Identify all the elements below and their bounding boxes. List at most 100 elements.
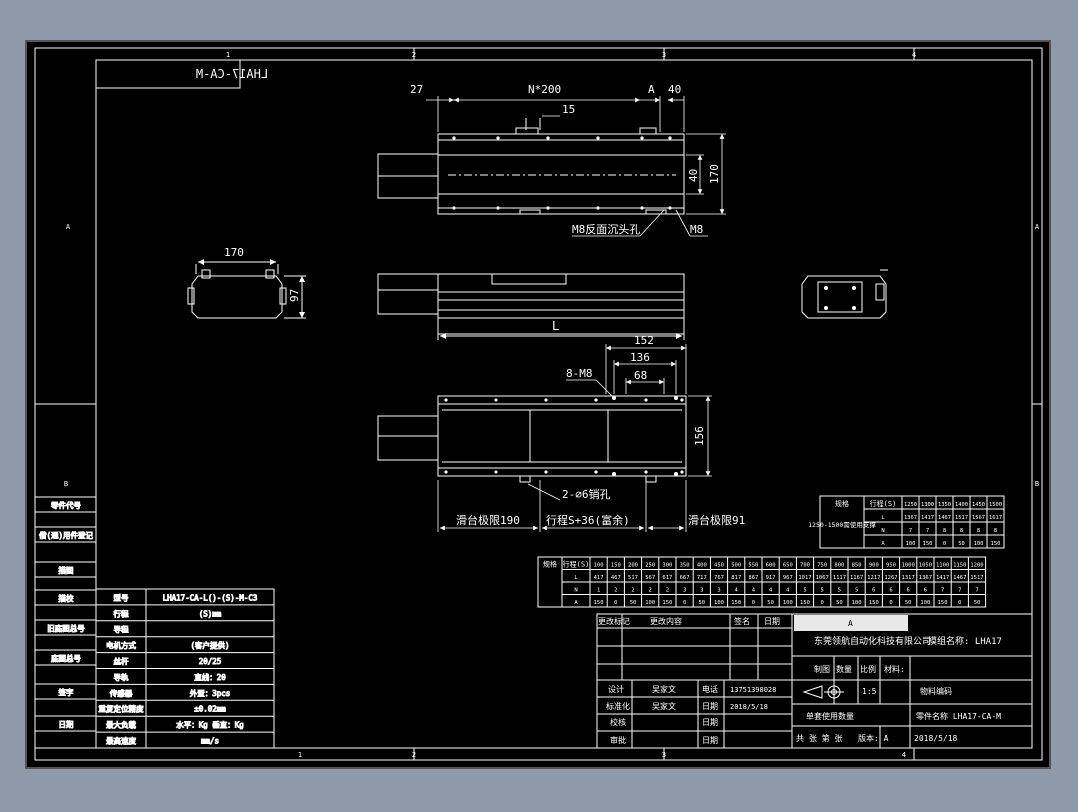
small-table-cell-2-6: 100 [974, 541, 984, 547]
large-table-cell-2-24: 50 [974, 600, 981, 606]
mark-a-box [794, 615, 908, 631]
large-table-cell-2-12: 50 [767, 600, 774, 606]
large-table-header-13: 650 [783, 562, 793, 568]
spec-value-3: (客户提供) [190, 640, 229, 650]
large-table-cell-0-19: 1267 [884, 575, 897, 581]
small-table-cell-0-6: 1567 [972, 515, 985, 521]
large-table-cell-2-2: 150 [594, 600, 604, 606]
large-table-cell-1-24: 7 [975, 587, 978, 593]
large-table-cell-2-7: 0 [683, 600, 686, 606]
large-table-cell-0-6: 617 [662, 575, 672, 581]
small-table-cell-2-5: 50 [958, 541, 965, 547]
large-table-header-1: 行程(S) [563, 559, 590, 568]
large-table-cell-2-9: 100 [714, 600, 724, 606]
part-code-mirrored: LHA17-CA-M [196, 67, 268, 81]
spec-label-9: 最高速度 [106, 736, 136, 746]
mark-a: A [848, 619, 853, 628]
large-table-cell-1-16: 5 [838, 587, 841, 593]
dim-slide-limit-91: 滑台极限91 [688, 513, 745, 527]
callout-m8-counterbore: M8反面沉头孔 [572, 223, 640, 236]
zone-labels: 1 2 3 4 1 2 3 4 A B A B [64, 51, 1040, 759]
top-body [437, 133, 685, 215]
large-table-cell-1-1: N [574, 587, 577, 593]
small-table-cell-0-3: 1417 [921, 515, 934, 521]
part-name: 零件名称 LHA17-CA-M [916, 711, 1001, 721]
large-table-header-2: 100 [594, 562, 604, 568]
large-table-header-3: 150 [611, 562, 621, 568]
zone-bottom-2: 2 [412, 751, 416, 759]
projection-symbol-icon [802, 683, 844, 701]
large-table-cell-1-5: 2 [649, 587, 652, 593]
large-table-cell-1-14: 5 [803, 587, 806, 593]
small-table-header-4: 1350 [938, 502, 951, 508]
small-table-cell-1-7: 8 [994, 528, 997, 534]
zone-bottom-1: 1 [298, 751, 302, 759]
large-table-header-15: 750 [817, 562, 827, 568]
product-name: 模组名称: LHA17 [928, 635, 1002, 647]
dim-40-top: 40 [668, 83, 681, 96]
large-table-cell-2-10: 150 [731, 600, 741, 606]
company-name: 东莞领航自动化科技有限公司 [814, 635, 931, 647]
left-strip-label-5: 底图总号 [51, 653, 81, 663]
zone-right-b: B [1035, 480, 1039, 488]
large-table-cell-0-4: 517 [628, 575, 638, 581]
small-table-cell-1-2: 7 [909, 528, 912, 534]
large-table-cell-1-13: 4 [786, 587, 790, 593]
version-date: 2018/5/18 [914, 734, 958, 743]
large-table-cell-1-11: 4 [752, 587, 756, 593]
large-table-cell-2-5: 100 [645, 600, 655, 606]
large-table-header-7: 350 [680, 562, 690, 568]
small-table-cell-1-5: 8 [960, 528, 963, 534]
left-strip-label-2: 描图 [59, 565, 74, 575]
spec-value-1: (S)mm [199, 609, 222, 618]
small-table-cell-2-4: 0 [943, 541, 946, 547]
large-table-cell-1-12: 4 [769, 587, 773, 593]
dim-L: L [552, 319, 559, 333]
date-label: 日期 [702, 702, 718, 711]
large-table-header-0: 规格 [543, 559, 557, 568]
dim-n200: N*200 [528, 83, 561, 96]
large-table-cell-1-23: 7 [958, 587, 961, 593]
large-table-cell-0-14: 1017 [798, 575, 811, 581]
small-table-header-1: 行程(S) [870, 499, 897, 508]
small-table-cell-0-1: L [881, 515, 885, 521]
proofread-label: 校核 [610, 717, 626, 727]
left-strip-label-7: 日期 [59, 720, 74, 729]
left-strip-label-4: 旧底图总号 [47, 623, 85, 633]
dim-156: 156 [693, 426, 706, 446]
large-table-cell-2-15: 0 [821, 600, 824, 606]
large-table-cell-0-12: 917 [766, 575, 776, 581]
large-table-cell-2-11: 0 [752, 600, 755, 606]
large-table-cell-1-15: 5 [821, 587, 824, 593]
large-table-header-17: 850 [852, 562, 862, 568]
zone-bottom-3: 3 [662, 751, 666, 759]
zone-top-4: 4 [912, 51, 916, 59]
unit-qty-label: 单套使用数量 [806, 711, 854, 721]
large-table-cell-1-10: 4 [735, 587, 739, 593]
large-table-cell-2-23: 0 [958, 600, 961, 606]
spec-value-8: 水平：Kg 垂直：Kg [176, 720, 244, 730]
large-table-cell-1-21: 6 [924, 587, 927, 593]
date-label-3: 日期 [702, 736, 718, 745]
small-table-header-5: 1400 [955, 502, 968, 508]
spec-label-5: 导轨 [114, 672, 129, 682]
large-table-header-6: 300 [662, 562, 672, 568]
standardize-label: 标准化 [606, 701, 630, 711]
top-view [377, 118, 685, 215]
small-table-rowhead-1: 1250-1500需使用支撑 [808, 520, 876, 529]
large-table-cell-0-22: 1417 [936, 575, 949, 581]
large-table-header-23: 1150 [953, 562, 966, 568]
large-table-cell-2-18: 150 [869, 600, 879, 606]
left-strip-label-6: 签字 [59, 687, 74, 697]
large-table-cell-0-5: 567 [645, 575, 655, 581]
title-block [596, 613, 1033, 749]
large-table-cell-1-3: 2 [614, 587, 617, 593]
large-table-header-5: 250 [645, 562, 655, 568]
large-table-cell-1-17: 5 [855, 587, 858, 593]
small-table-header-7: 1500 [989, 502, 1002, 508]
dim-15: 15 [562, 103, 575, 116]
large-table-cell-1-20: 6 [907, 587, 910, 593]
